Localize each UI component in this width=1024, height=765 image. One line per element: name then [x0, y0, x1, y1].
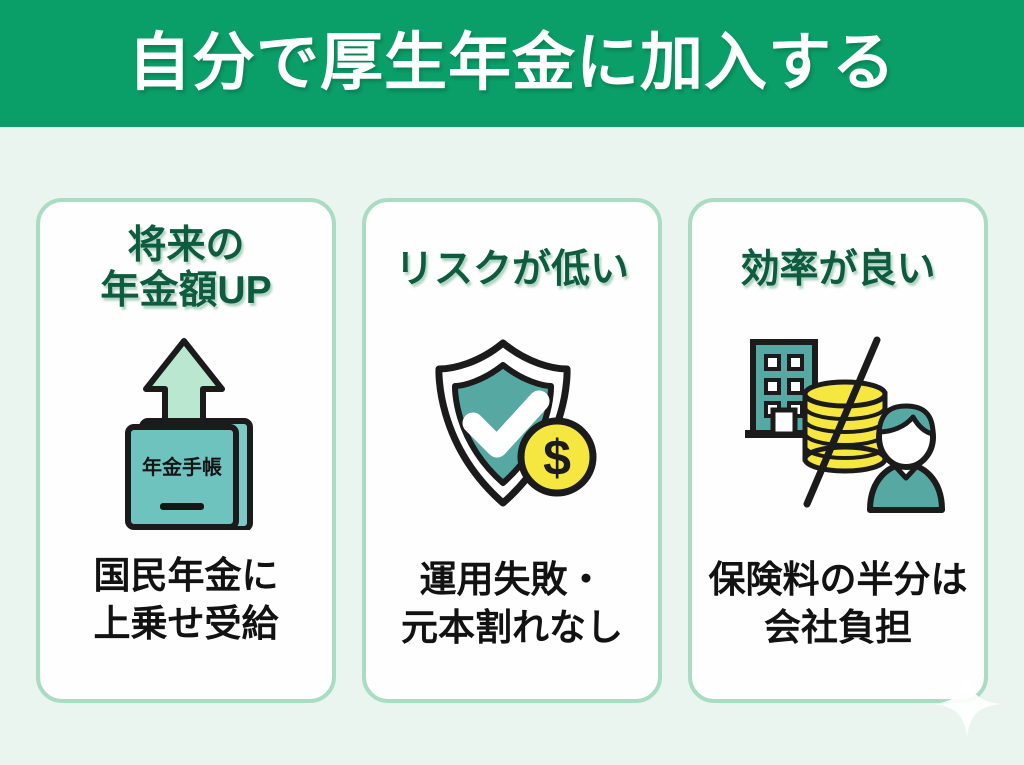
- card-body: 保険料の半分は 会社負担: [708, 559, 968, 648]
- benefit-card-company-pays-half: 効率が良い: [688, 198, 988, 703]
- split-line-icon: [803, 336, 880, 508]
- coin-stack-icon: [802, 379, 887, 474]
- pension-book-up-arrow-icon: 年金手帳: [125, 338, 253, 531]
- card-body: 国民年金に 上乗せ受給: [93, 555, 279, 644]
- book-label: 年金手帳: [142, 455, 222, 479]
- card-title: 効率が良い: [740, 248, 936, 291]
- benefit-card-list: 将来の 年金額UP 年金手帳 国民年金に 上乗せ受給 リス: [36, 198, 988, 703]
- card-body: 運用失敗・ 元本割れなし: [401, 559, 623, 648]
- shield-check-coin-icon: $: [435, 339, 597, 507]
- benefit-card-low-risk: リスクが低い $ 運用失敗・ 元本割れなし: [362, 198, 662, 703]
- person-icon: [866, 403, 945, 514]
- header-banner: 自分で厚生年金に加入する: [0, 0, 1024, 127]
- coin-dollar-symbol: $: [543, 430, 571, 486]
- sparkle-icon: [934, 671, 1000, 737]
- page-title: 自分で厚生年金に加入する: [128, 28, 896, 98]
- card-icon-area: $: [366, 293, 658, 556]
- card-title: リスクが低い: [394, 248, 629, 291]
- company-person-split-coins-icon: [744, 336, 945, 514]
- card-icon-area: 年金手帳: [40, 314, 332, 553]
- card-icon-area: [692, 293, 984, 556]
- card-title: 将来の 年金額UP: [100, 224, 272, 312]
- benefit-card-pension-up: 将来の 年金額UP 年金手帳 国民年金に 上乗せ受給: [36, 198, 336, 703]
